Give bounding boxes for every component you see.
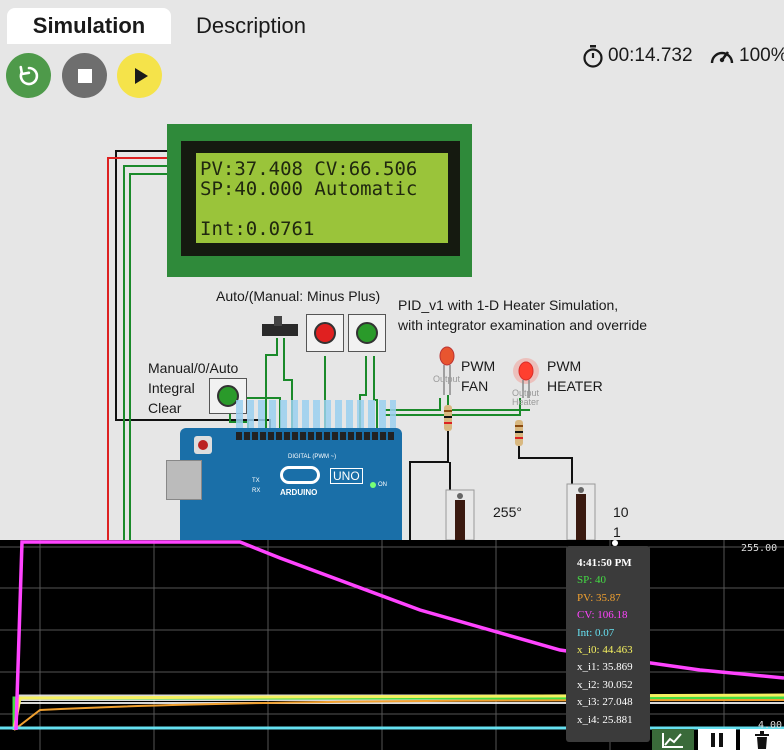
integral-clear-button-cap — [217, 385, 239, 407]
fan-led-caption: Output — [433, 374, 461, 384]
tooltip-xi0: x_i0: 44.463 — [577, 643, 633, 656]
trash-icon — [755, 730, 769, 749]
data-plot[interactable]: 255.00 4.00 — [0, 540, 784, 750]
pin-labels-strip — [236, 400, 396, 428]
project-title-line-2: with integrator examination and override — [398, 317, 648, 333]
project-title-line-1: PID_v1 with 1-D Heater Simulation, — [398, 297, 619, 313]
pause-icon — [711, 732, 723, 747]
tab-description[interactable]: Description — [195, 13, 307, 38]
hover-marker — [612, 540, 618, 546]
play-icon — [134, 67, 148, 84]
tooltip-xi2: x_i2: 30.052 — [577, 678, 633, 691]
board-digital-label: DIGITAL (PWM ~) — [288, 454, 337, 460]
board-brand-label: ARDUINO — [280, 488, 318, 497]
power-led — [370, 482, 376, 488]
plot-ymin-label: 4.00 — [758, 720, 782, 731]
slider-2-value-2: 1 — [613, 524, 621, 540]
tooltip-pv: PV: 35.87 — [577, 591, 621, 604]
arduino-board: DIGITAL (PWM ~) UNO ARDUINO TX RX ON — [166, 400, 402, 540]
play-button[interactable] — [117, 53, 162, 98]
lcd-line-3 — [200, 199, 444, 219]
board-rx-label: RX — [252, 488, 261, 494]
slider-1-value: 255° — [493, 504, 522, 520]
pause-plot-button[interactable] — [698, 729, 736, 750]
tab-simulation[interactable]: Simulation — [7, 8, 171, 44]
header-pins — [236, 432, 396, 440]
timer-value: 00:14.732 — [608, 45, 693, 66]
tooltip-xi4: x_i4: 25.881 — [577, 713, 633, 726]
simulation-timer: 00:14.732 — [582, 44, 693, 68]
minus-button[interactable] — [306, 314, 344, 352]
plot-canvas: 255.00 4.00 — [0, 540, 784, 750]
board-on-label: ON — [378, 482, 387, 488]
lcd-line-4: Int:0.0761 — [200, 218, 315, 240]
board-tx-label: TX — [252, 478, 260, 484]
auto-manual-label: Auto/(Manual: Minus Plus) — [216, 288, 381, 304]
restart-button[interactable] — [6, 53, 51, 98]
usb-port — [166, 460, 202, 500]
minus-button-cap — [314, 322, 336, 344]
tooltip-time: 4:41:50 PM — [577, 557, 632, 569]
lcd-line-2: SP:40.000 Automatic — [200, 178, 418, 200]
reset-button-cap — [198, 440, 208, 450]
chart-toggle-button[interactable] — [652, 729, 694, 750]
lcd-screen: PV:37.408 CV:66.506 SP:40.000 Automatic … — [196, 153, 448, 243]
plot-ymax-label: 255.00 — [741, 543, 777, 554]
heater-led-caption: Output — [512, 388, 540, 398]
plot-tooltip: 4:41:50 PM SP: 40 PV: 35.87 CV: 106.18 I… — [566, 546, 650, 742]
lcd-bezel: PV:37.408 CV:66.506 SP:40.000 Automatic … — [181, 141, 460, 256]
clear-label: Clear — [148, 400, 182, 416]
tooltip-sp: SP: 40 — [577, 574, 607, 587]
tooltip-cv: CV: 106.18 — [577, 609, 628, 622]
pwm-fan-label-1: PWM — [461, 358, 496, 374]
pwm-heater-label-1: PWM — [547, 358, 582, 374]
line-chart-icon — [662, 732, 683, 748]
stop-icon — [77, 68, 92, 83]
plus-button-cap — [356, 322, 378, 344]
restart-icon — [18, 65, 38, 85]
tab-bar: Simulation Description — [0, 0, 784, 44]
stop-button[interactable] — [62, 53, 107, 98]
manual-auto-label: Manual/0/Auto — [148, 360, 239, 376]
plus-button[interactable] — [348, 314, 386, 352]
circuit-wiring — [107, 150, 596, 540]
heater-led-caption-2: Heater — [512, 397, 540, 407]
slider-2-value: 10 — [613, 504, 629, 520]
reset-button[interactable] — [194, 436, 212, 454]
integral-label: Integral — [148, 380, 195, 396]
lcd-display: PV:37.408 CV:66.506 SP:40.000 Automatic … — [167, 124, 472, 277]
speedometer-icon — [710, 51, 734, 64]
arduino-logo — [280, 466, 320, 484]
lcd-line-1: PV:37.408 CV:66.506 — [200, 158, 418, 180]
stopwatch-icon — [583, 45, 603, 68]
clear-plot-button[interactable] — [740, 729, 784, 750]
pwm-fan-label-2: FAN — [461, 378, 489, 394]
simulation-speed: 100% — [709, 44, 784, 68]
speed-value: 100% — [739, 45, 784, 66]
tooltip-int: Int: 0.07 — [577, 626, 615, 639]
tooltip-xi1: x_i1: 35.869 — [577, 661, 633, 674]
board-uno-label: UNO — [330, 468, 363, 484]
pwm-heater-label-2: HEATER — [547, 378, 603, 394]
tooltip-xi3: x_i3: 27.048 — [577, 696, 633, 709]
